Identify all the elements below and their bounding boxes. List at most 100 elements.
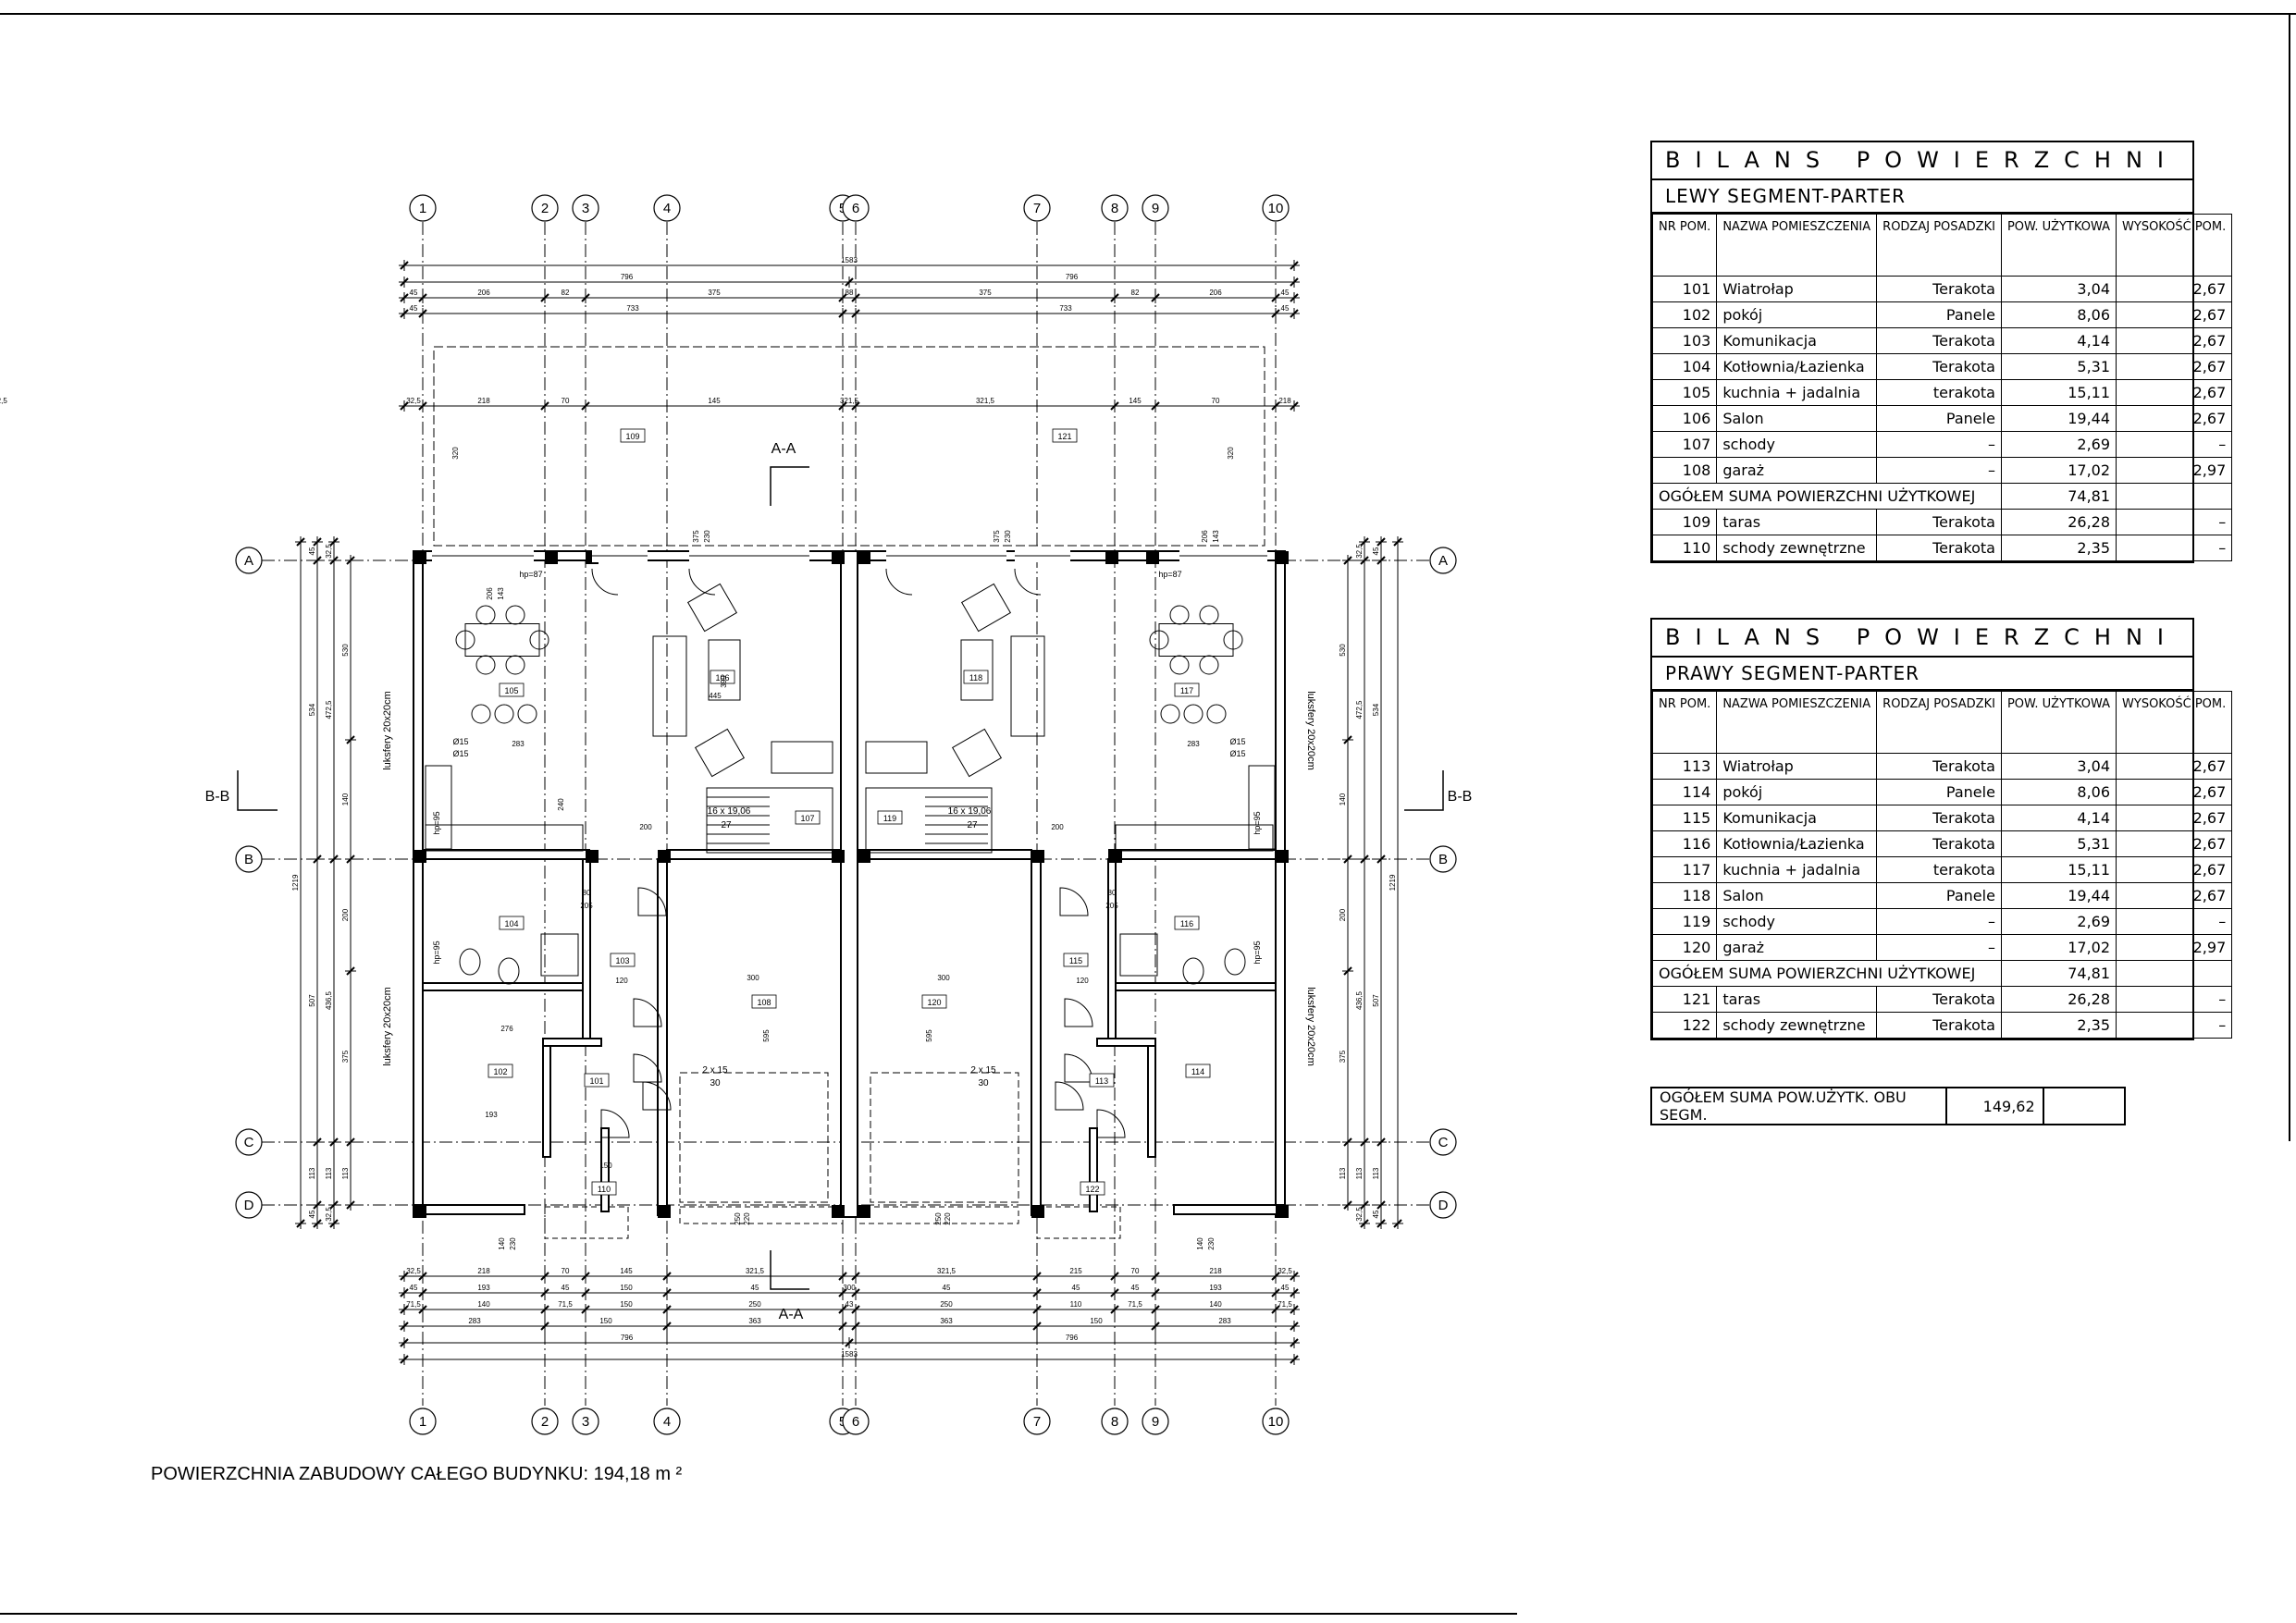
entrance-steps-right	[1036, 1206, 1121, 1239]
cell-wys: –	[2116, 509, 2233, 535]
cell-wys: 2,67	[2116, 805, 2233, 831]
dimension-text: 200	[341, 908, 350, 921]
cell-nr: NR POM.	[1651, 214, 1718, 277]
dimension-tick	[329, 556, 339, 565]
axis-label: 2	[541, 201, 549, 216]
cell-nr: 118	[1651, 882, 1718, 909]
dimension-text: 140	[341, 793, 350, 805]
dimension-text: 399	[720, 675, 728, 688]
dimension-tick	[1151, 401, 1160, 411]
cell-nr: 121	[1651, 986, 1718, 1013]
cell-pos: Terakota	[1876, 986, 2002, 1013]
cell-name: Salon	[1716, 882, 1878, 909]
dimension-tick	[329, 855, 339, 864]
dimension-tick	[1271, 309, 1280, 318]
column	[1276, 850, 1289, 863]
room-number: 115	[1069, 956, 1082, 965]
table-subtitle: LEWY SEGMENT-PARTER	[1652, 180, 2192, 214]
axis-label: 1	[419, 201, 426, 216]
dimension-text: 110	[1070, 1300, 1082, 1309]
dimension-text: 150	[599, 1162, 612, 1170]
pipe-note: Ø15	[452, 749, 468, 758]
cell-name: Wiatrołap	[1716, 753, 1878, 780]
room-number-box	[795, 810, 821, 825]
cell-name: garaż	[1716, 934, 1878, 961]
dimension-text: 733	[1059, 304, 1072, 313]
axis-label: 9	[1152, 201, 1159, 216]
dimension-tick	[418, 293, 427, 302]
chair	[1206, 704, 1227, 724]
axis-label: 6	[852, 201, 859, 216]
chair	[1199, 605, 1219, 625]
room-number: 113	[1095, 1076, 1108, 1086]
dimension-tick	[1110, 1272, 1119, 1281]
cell-pos: Terakota	[1876, 327, 2002, 354]
dimension-text: 120	[615, 977, 628, 985]
building-footprint-note: POWIERZCHNIA ZABUDOWY CAŁEGO BUDYNKU: 19…	[151, 1464, 683, 1484]
cell-pow: POW. UŻYTKOWA	[2000, 691, 2117, 754]
cell-wys: 2,97	[2116, 934, 2233, 961]
dimension-tick	[1376, 1200, 1386, 1210]
dimension-text: 45	[410, 1284, 418, 1292]
dining-table	[464, 623, 540, 657]
dimension-tick	[1360, 556, 1369, 565]
cell-wys: –	[2116, 986, 2233, 1013]
chair	[1149, 630, 1169, 650]
armchair	[951, 728, 1003, 778]
dimension-text: 445	[709, 692, 722, 700]
sum-empty	[2116, 483, 2233, 510]
dimension-text: 45	[943, 1284, 951, 1292]
dimension-text: 32,5	[1355, 544, 1364, 559]
sill-height-note: hp=95	[1253, 941, 1262, 964]
shower	[540, 933, 579, 977]
dimension-tick	[851, 1272, 860, 1281]
dimension-tick	[581, 1305, 590, 1314]
cell-wys: 2,67	[2116, 779, 2233, 805]
cell-pos: Terakota	[1876, 276, 2002, 302]
dimension-tick	[540, 401, 549, 411]
chair	[475, 655, 496, 675]
cell-nr: 115	[1651, 805, 1718, 831]
dimension-tick	[540, 1305, 549, 1314]
dimension-text: 321,5	[840, 397, 859, 405]
dimension-text: 534	[308, 703, 316, 716]
dimension-text: 375	[692, 530, 700, 543]
dimension-tick	[1290, 401, 1299, 411]
dimension-text: 140	[1209, 1300, 1222, 1309]
column	[1105, 551, 1118, 564]
cell-pos: Terakota	[1876, 353, 2002, 380]
table-subtitle: PRAWY SEGMENT-PARTER	[1652, 658, 2192, 691]
cell-pow: 4,14	[2000, 805, 2117, 831]
staircase	[706, 787, 833, 854]
dimension-tick	[418, 1272, 427, 1281]
door-swing	[1059, 887, 1089, 916]
dimension-tick	[1290, 1305, 1299, 1314]
axis-bubble	[653, 1408, 681, 1435]
section-label: B-B	[1448, 789, 1473, 805]
dimension-tick	[1110, 1288, 1119, 1297]
cell-wys: 2,67	[2116, 276, 2233, 302]
room-number-box	[1052, 428, 1078, 443]
partition	[542, 1038, 602, 1047]
step-note: 2 x 15	[702, 1065, 728, 1076]
step-note: 2 x 15	[970, 1065, 996, 1076]
partition	[1096, 1038, 1156, 1047]
dimension-text: 88	[846, 289, 854, 297]
dimension-tick	[851, 309, 860, 318]
column	[1146, 551, 1159, 564]
chair	[494, 704, 514, 724]
dimension-tick	[346, 855, 355, 864]
stair-note: 16 x 19,06	[948, 806, 992, 817]
axis-label: C	[1438, 1135, 1449, 1150]
table-title: BILANS POWIERZCHNI	[1652, 142, 2192, 180]
armchair	[686, 583, 738, 633]
axis-label: A	[1438, 553, 1448, 569]
cell-nr: 108	[1651, 457, 1718, 484]
cell-nr: 120	[1651, 934, 1718, 961]
sheet-border-top	[0, 13, 2296, 15]
dimension-lines	[295, 260, 1403, 1365]
